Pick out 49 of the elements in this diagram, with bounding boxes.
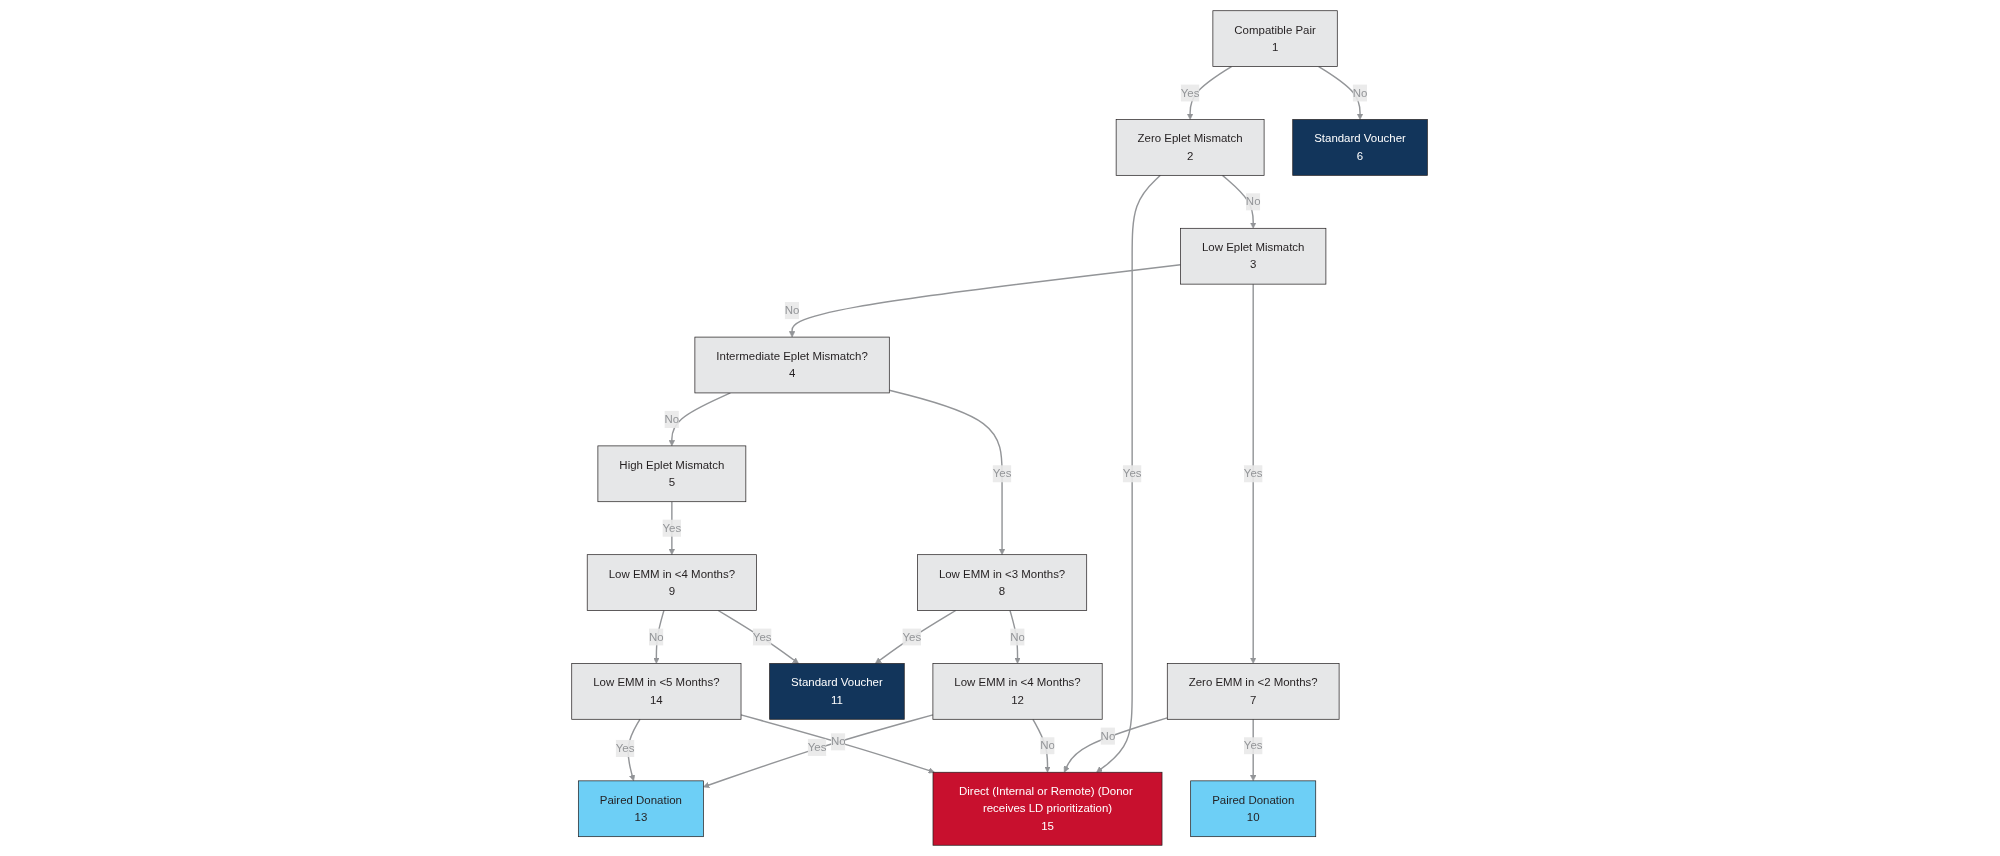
arrow [875, 609, 957, 664]
arrow [1187, 65, 1233, 120]
edge-label: Yes [753, 630, 772, 643]
node-box: Intermediate Eplet Mismatch? 4 [694, 336, 891, 394]
edge-label: No [1010, 630, 1026, 643]
edge-label: Yes [662, 521, 682, 534]
node-box: Low EMM in <4 Months? 12 [933, 663, 1103, 720]
node-box: Low EMM in <3 Months? 8 [917, 554, 1088, 611]
edge-label: No [1101, 729, 1116, 742]
edge-label: Yes [1181, 86, 1200, 99]
arrow [789, 264, 1182, 338]
edge-label: No [831, 735, 847, 748]
arrow [889, 389, 1006, 555]
node-box: Paired Donation 10 [1190, 780, 1317, 838]
edge-label: No [1246, 195, 1261, 208]
arrow [669, 392, 732, 447]
edge-label: No [785, 304, 800, 317]
arrow [703, 714, 935, 789]
node-box: Zero Eplet Mismatch 2 [1116, 119, 1265, 176]
node-box: Standard Voucher 6 [1292, 119, 1429, 176]
edge-label: Yes [902, 630, 922, 643]
arrow [1250, 718, 1257, 782]
node-box: Low EMM in <5 Months? 14 [571, 663, 742, 720]
edge-label: Yes [1244, 739, 1263, 752]
arrow [1064, 717, 1169, 773]
arrow [1250, 283, 1257, 664]
node-box: Compatible Pair 1 [1212, 10, 1339, 67]
edge-label: Yes [1244, 467, 1263, 480]
arrow [1222, 174, 1257, 229]
edge-label: No [649, 630, 665, 643]
node-box: Zero EMM in <2 Months? 7 [1167, 663, 1340, 720]
arrow [627, 718, 642, 782]
arrow [740, 714, 936, 774]
edge-label: No [665, 412, 680, 426]
node-box: Standard Voucher 11 [769, 663, 906, 720]
edge-label: Yes [808, 740, 827, 754]
edge-label: Yes [1123, 467, 1142, 480]
node-box: Low EMM in <4 Months? 9 [587, 554, 758, 611]
edge-label: Yes [616, 742, 635, 755]
node-box: Low Eplet Mismatch 3 [1180, 227, 1327, 285]
edge-label: Yes [993, 467, 1012, 480]
arrow [1318, 65, 1364, 120]
edge-label: No [1040, 739, 1056, 752]
edge-label: No [1353, 86, 1368, 99]
node-box: Direct (Internal or Remote) (Donor receives LD prioritization) 15 [933, 771, 1163, 846]
node-box: Paired Donation 13 [578, 780, 705, 838]
arrow [717, 609, 800, 664]
node-box: High Eplet Mismatch 5 [598, 445, 747, 503]
arrow [1096, 174, 1162, 773]
